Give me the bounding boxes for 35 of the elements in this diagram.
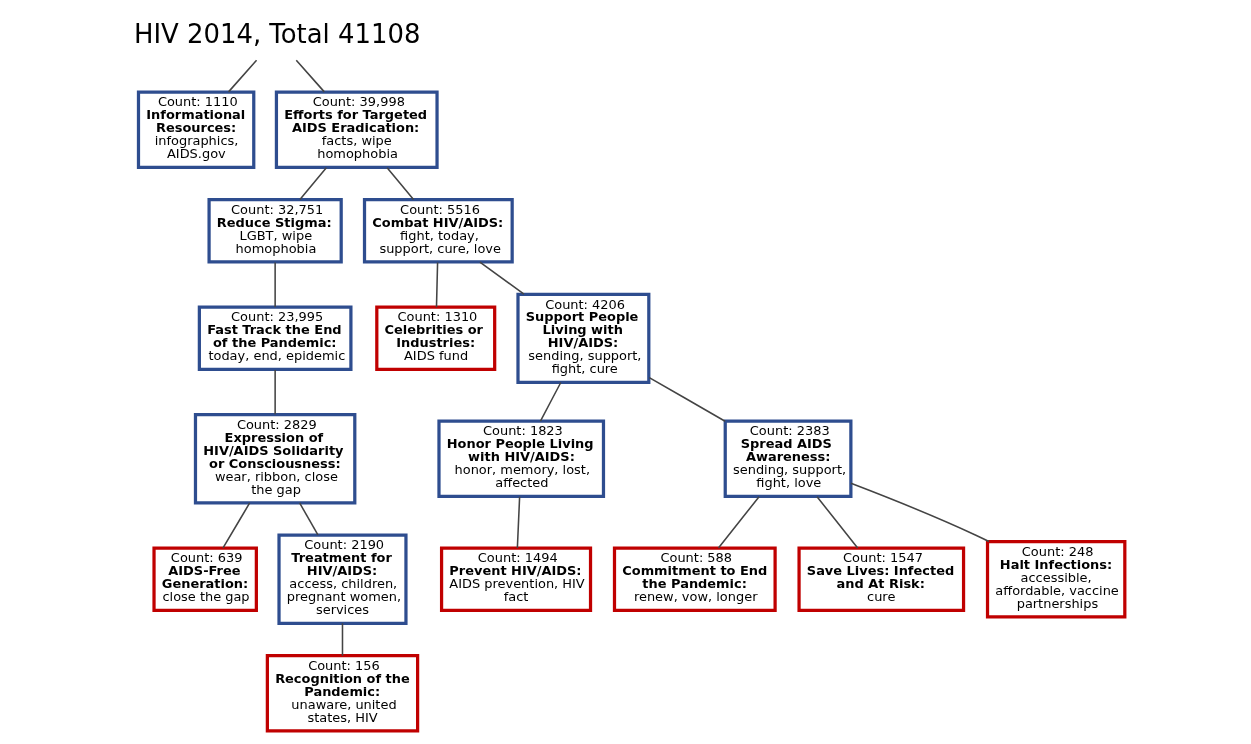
node-box: Count: 32,751 Reduce Stigma: LGBT, wipe homophobia xyxy=(207,198,343,264)
node-box: Count: 2190 Treatment for HIV/AIDS: access, children, pregnant women, services xyxy=(277,533,408,625)
node-box: Count: 2829 Expression of HIV/AIDS Solidarity or Consciousness: wear, ribbon, close the gap xyxy=(193,413,357,505)
node-box: Count: 4206 Support People Living with HIV/AIDS: sending, support, fight, cure xyxy=(516,292,651,384)
connector xyxy=(298,502,319,536)
node-box: Count: 5516 Combat HIV/AIDS: fight, today, support, cure, love xyxy=(362,198,514,264)
connector xyxy=(341,622,344,657)
connector xyxy=(274,369,276,416)
node-box: Count: 1494 Prevent HIV/AIDS: AIDS prevention, HIV fact xyxy=(439,546,593,612)
node-box: Count: 39,998 Efforts for Targeted AIDS Eradication: facts, wipe homophobia xyxy=(274,90,439,169)
connector xyxy=(479,261,525,295)
node-box: Count: 23,995 Fast Track the End of the Pandemic: today, end, epidemic xyxy=(197,305,353,372)
connector xyxy=(816,495,859,549)
node-text: HIV 2014, Total 41108 xyxy=(133,19,421,50)
connector xyxy=(295,59,326,93)
connector xyxy=(222,502,251,549)
connector xyxy=(227,59,258,93)
node-box: Count: 1110 Informational Resources: infographics, AIDS.gov xyxy=(136,90,256,169)
connector xyxy=(299,166,328,201)
connector xyxy=(274,261,276,308)
connector xyxy=(539,381,562,422)
node-box: Count: 1823 Honor People Living with HIV/AIDS: honor, memory, lost, affected xyxy=(437,419,606,498)
connector xyxy=(648,376,726,422)
node-box: Count: 2383 Spread AIDS Awareness: sending, support, fight, love xyxy=(723,419,853,498)
node-box: Count: 588 Commitment to End the Pandemic: renew, vow, longer xyxy=(612,546,777,612)
connector xyxy=(516,495,521,549)
node-box: Count: 639 AIDS-Free Generation: close the gap xyxy=(152,546,258,612)
connector xyxy=(435,261,439,308)
node-box: Count: 156 Recognition of the Pandemic: unaware, united states, HIV xyxy=(265,654,420,733)
connector xyxy=(850,482,990,543)
node-box: Count: 248 Halt Infections: accessible, affordable, vaccine partnerships xyxy=(985,540,1127,619)
node-box: Count: 1310 Celebrities or Industries: AIDS fund xyxy=(375,305,497,372)
connector xyxy=(717,495,760,549)
node-box: Count: 1547 Save Lives: Infected and At Risk: cure xyxy=(797,546,966,612)
connector xyxy=(386,166,415,201)
